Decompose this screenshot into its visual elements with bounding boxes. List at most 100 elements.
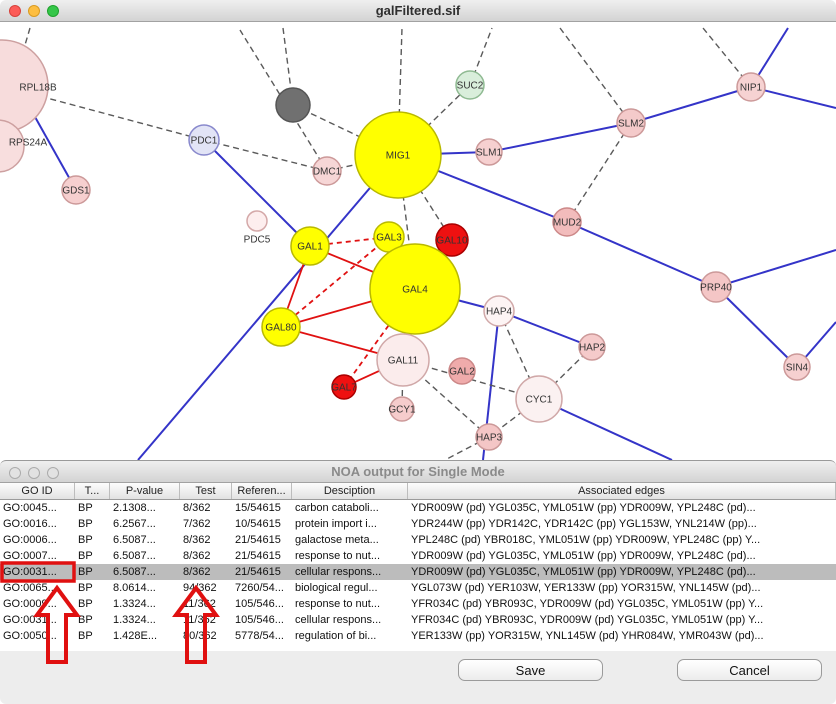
cell-3: 80/362	[183, 630, 217, 642]
graph-node-PRP40[interactable]	[700, 271, 732, 303]
graph-edge[interactable]	[137, 154, 399, 461]
graph-edge[interactable]	[488, 122, 632, 153]
graph-node-GAL2[interactable]	[448, 357, 476, 385]
cell-2: 6.5087...	[113, 550, 156, 562]
cell-3: 11/362	[183, 614, 216, 626]
column-header-2[interactable]: P-value	[110, 483, 180, 499]
graph-node-label: GAL10	[436, 236, 468, 247]
graph-edge[interactable]	[397, 84, 471, 156]
graph-node-SLM2[interactable]	[616, 108, 646, 138]
network-titlebar[interactable]: galFiltered.sif	[0, 0, 836, 22]
graph-node-label: SIN4	[786, 363, 809, 374]
zoom-button[interactable]	[47, 467, 59, 479]
graph-edge[interactable]	[559, 27, 632, 124]
graph-node-PDC1[interactable]	[188, 124, 220, 156]
noa-titlebar[interactable]: NOA output for Single Mode	[0, 460, 836, 483]
save-button[interactable]: Save	[458, 659, 603, 681]
graph-node-PDC5[interactable]	[246, 210, 268, 232]
graph-node-label: HAP2	[579, 343, 606, 354]
graph-node-GAL7[interactable]	[331, 374, 357, 400]
graph-node-MUD2[interactable]	[552, 207, 582, 237]
graph-edge[interactable]	[498, 310, 540, 400]
graph-edge[interactable]	[538, 398, 673, 461]
cell-1: BP	[78, 534, 93, 546]
column-header-0[interactable]: GO ID	[0, 483, 75, 499]
graph-node-SLM1[interactable]	[475, 138, 503, 166]
graph-node-GAL4[interactable]	[369, 243, 461, 335]
graph-edge[interactable]	[630, 86, 752, 124]
graph-node-label: HAP4	[486, 307, 513, 318]
cell-5: protein import i...	[295, 518, 377, 530]
graph-edge[interactable]	[498, 310, 593, 348]
graph-edge[interactable]	[29, 107, 77, 191]
graph-edge[interactable]	[280, 236, 390, 328]
cell-6: YGL073W (pd) YER103W, YER133W (pp) YOR31…	[411, 582, 761, 594]
cell-5: cellular respons...	[295, 614, 382, 626]
graph-edge[interactable]	[444, 436, 490, 461]
graph-edge[interactable]	[715, 249, 836, 288]
cell-2: 6.5087...	[113, 566, 156, 578]
graph-node-CYC1[interactable]	[515, 375, 563, 423]
graph-node-label: RPS24A	[9, 138, 48, 149]
column-header-3[interactable]: Test	[180, 483, 232, 499]
graph-node-GAL11[interactable]	[376, 333, 430, 387]
graph-node-DMC1[interactable]	[312, 156, 342, 186]
column-header-6[interactable]: Associated edges	[408, 483, 836, 499]
graph-node-label: GCY1	[388, 405, 416, 416]
graph-edge[interactable]	[397, 154, 453, 241]
column-header-1[interactable]: T...	[75, 483, 110, 499]
zoom-button[interactable]	[47, 5, 59, 17]
graph-node-MIG1[interactable]	[354, 111, 442, 199]
close-button[interactable]	[9, 467, 21, 479]
graph-node-SUC2[interactable]	[455, 70, 485, 100]
cell-4: 10/54615	[235, 518, 281, 530]
minimize-button[interactable]	[28, 467, 40, 479]
cell-4: 15/54615	[235, 502, 281, 514]
graph-node-HAP2[interactable]	[578, 333, 606, 361]
graph-node-GAL10[interactable]	[435, 223, 469, 257]
graph-node-label: GAL80	[265, 323, 297, 334]
graph-node-NIP1[interactable]	[736, 72, 766, 102]
graph-edge[interactable]	[566, 122, 632, 223]
graph-node-unlabeled[interactable]	[275, 87, 311, 123]
graph-node-GAL80[interactable]	[261, 307, 301, 347]
column-header-5[interactable]: Desciption	[292, 483, 408, 499]
cell-1: BP	[78, 518, 93, 530]
graph-node-label: MIG1	[386, 151, 411, 162]
graph-edge[interactable]	[19, 27, 31, 63]
cell-5: biological regul...	[295, 582, 378, 594]
graph-edge[interactable]	[203, 139, 311, 247]
column-header-4[interactable]: Referen...	[232, 483, 292, 499]
graph-node-HAP4[interactable]	[483, 295, 515, 327]
close-button[interactable]	[9, 5, 21, 17]
cell-4: 105/546...	[235, 614, 284, 626]
graph-node-RPS24A[interactable]	[0, 119, 25, 173]
cell-0: GO:0065...	[3, 582, 57, 594]
graph-node-label: SLM1	[476, 148, 503, 159]
cell-5: regulation of bi...	[295, 630, 377, 642]
cell-1: BP	[78, 630, 93, 642]
graph-edge[interactable]	[715, 286, 798, 368]
graph-edge[interactable]	[566, 221, 717, 288]
graph-node-SIN4[interactable]	[783, 353, 811, 381]
graph-node-GDS1[interactable]	[61, 175, 91, 205]
graph-node-GAL1[interactable]	[290, 226, 330, 266]
graph-edge[interactable]	[203, 139, 328, 172]
minimize-button[interactable]	[28, 5, 40, 17]
graph-node-GCY1[interactable]	[389, 396, 415, 422]
cell-6: YFR034C (pd) YBR093C, YDR009W (pd) YGL03…	[411, 598, 764, 610]
cancel-button[interactable]: Cancel	[677, 659, 822, 681]
graph-node-HAP3[interactable]	[475, 423, 503, 451]
